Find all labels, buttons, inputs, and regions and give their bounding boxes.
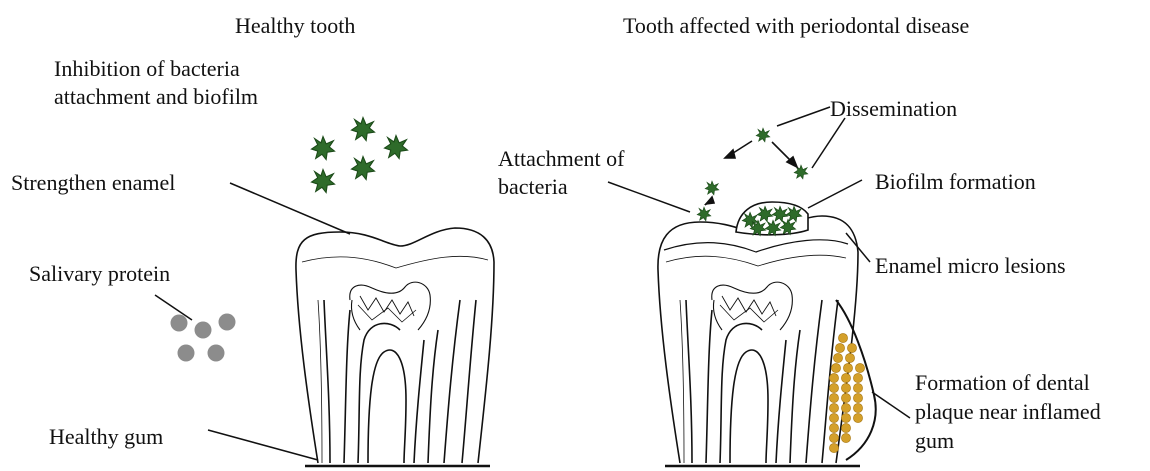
bacterium-icon bbox=[756, 128, 770, 142]
plaque-dot-icon bbox=[845, 353, 854, 362]
bacterium-icon bbox=[384, 135, 407, 158]
attachment-leader bbox=[608, 182, 690, 212]
plaque-dot-icon bbox=[853, 393, 862, 402]
plaque-label-line1: Formation of dental bbox=[915, 370, 1090, 396]
attachment-label-line1: Attachment of bbox=[498, 146, 624, 172]
healthy-gum-leader bbox=[208, 430, 318, 460]
dissemination-leader-right bbox=[812, 118, 845, 168]
protein-dot-icon bbox=[219, 314, 236, 331]
dental-plaque-cluster bbox=[829, 333, 864, 452]
plaque-dot-icon bbox=[841, 413, 850, 422]
enamel-micro-lesions-label: Enamel micro lesions bbox=[875, 253, 1066, 279]
healthy-tooth bbox=[296, 228, 494, 466]
strengthen-enamel-label: Strengthen enamel bbox=[11, 170, 175, 196]
plaque-dot-icon bbox=[829, 433, 838, 442]
plaque-dot-icon bbox=[841, 433, 850, 442]
attachment-label-line2: bacteria bbox=[498, 174, 568, 200]
salivary-protein-leader bbox=[155, 295, 192, 320]
plaque-dot-icon bbox=[841, 373, 850, 382]
plaque-dot-icon bbox=[853, 383, 862, 392]
salivary-protein-cluster bbox=[171, 314, 236, 362]
healthy-tooth-title: Healthy tooth bbox=[235, 13, 355, 39]
bacterium-icon bbox=[311, 136, 334, 159]
bacterium-icon bbox=[697, 207, 711, 221]
plaque-dot-icon bbox=[829, 413, 838, 422]
biofilm-mound bbox=[736, 202, 808, 236]
plaque-dot-icon bbox=[841, 403, 850, 412]
plaque-dot-icon bbox=[833, 353, 842, 362]
plaque-dot-icon bbox=[841, 423, 850, 432]
plaque-dot-icon bbox=[853, 373, 862, 382]
inhibition-label-line1: Inhibition of bacteria bbox=[54, 56, 240, 82]
plaque-dot-icon bbox=[829, 443, 838, 452]
protein-dot-icon bbox=[171, 315, 188, 332]
plaque-dot-icon bbox=[841, 383, 850, 392]
healthy-gum-label: Healthy gum bbox=[49, 424, 163, 450]
bacterium-icon bbox=[351, 117, 374, 140]
plaque-leader bbox=[872, 392, 910, 418]
plaque-label-line2: plaque near inflamed bbox=[915, 399, 1101, 425]
inhibition-label-line2: attachment and biofilm bbox=[54, 84, 258, 110]
dissemination-label: Dissemination bbox=[830, 96, 957, 122]
biofilm-leader bbox=[808, 180, 862, 208]
arrow-down-right-icon bbox=[772, 142, 792, 162]
protein-dot-icon bbox=[208, 345, 225, 362]
plaque-dot-icon bbox=[829, 393, 838, 402]
bacterium-icon bbox=[311, 169, 334, 192]
plaque-dot-icon bbox=[835, 343, 844, 352]
salivary-protein-label: Salivary protein bbox=[29, 261, 170, 287]
bacterium-icon bbox=[351, 156, 374, 179]
plaque-dot-icon bbox=[841, 393, 850, 402]
plaque-dot-icon bbox=[853, 403, 862, 412]
plaque-dot-icon bbox=[853, 413, 862, 422]
bacterium-icon bbox=[705, 181, 719, 195]
protein-dot-icon bbox=[195, 322, 212, 339]
plaque-label-line3: gum bbox=[915, 428, 954, 454]
plaque-dot-icon bbox=[843, 363, 852, 372]
plaque-dot-icon bbox=[829, 373, 838, 382]
plaque-dot-icon bbox=[831, 363, 840, 372]
dissemination-leader-left bbox=[777, 107, 830, 126]
protein-dot-icon bbox=[178, 345, 195, 362]
inhibition-bacteria-cluster bbox=[311, 117, 407, 192]
plaque-dot-icon bbox=[829, 383, 838, 392]
plaque-dot-icon bbox=[829, 403, 838, 412]
diseased-tooth-title: Tooth affected with periodontal disease bbox=[623, 13, 969, 39]
plaque-dot-icon bbox=[847, 343, 856, 352]
plaque-dot-icon bbox=[838, 333, 847, 342]
plaque-dot-icon bbox=[829, 423, 838, 432]
biofilm-formation-label: Biofilm formation bbox=[875, 169, 1036, 195]
strengthen-enamel-leader bbox=[230, 183, 350, 234]
plaque-dot-icon bbox=[855, 363, 864, 372]
